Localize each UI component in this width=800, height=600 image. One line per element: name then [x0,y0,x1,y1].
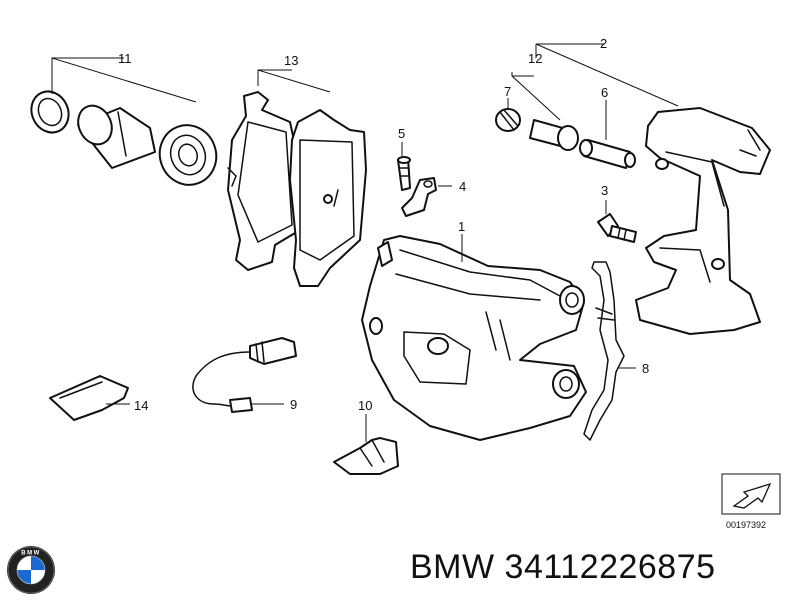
part-14-grease-packet [49,375,129,421]
arrow-icon [732,482,772,509]
part-13-brake-pads [227,91,367,287]
callout-10: 10 [358,398,372,413]
part-6-guide-pin [579,139,636,169]
callout-6: 6 [601,85,608,100]
part-5-bleeder-screw [397,156,411,191]
callout-3: 3 [601,183,608,198]
leader-lines [51,43,679,442]
part-7-guide-boot [495,108,521,132]
callout-11: 11 [118,51,132,66]
brand-name: BMW [410,548,495,586]
callout-13: 13 [284,53,298,68]
bmw-logo-text: BMW [21,551,41,557]
callout-12: 12 [528,51,542,66]
callout-labels: 11 13 2 12 7 6 3 5 4 1 8 9 14 10 [118,36,649,413]
part-9-wear-sensor [192,337,297,413]
part-8-anti-rattle-spring [583,261,625,441]
callout-5: 5 [398,126,405,141]
callout-7: 7 [504,84,511,99]
part-number-caption: BMW 34112226875 [410,548,716,587]
callout-8: 8 [642,361,649,376]
callout-4: 4 [459,179,466,194]
part-4-brake-line-bracket [401,177,437,217]
callout-14: 14 [134,398,148,413]
part-12-guide-sleeve [529,119,579,151]
part-number: 34112226875 [504,548,716,586]
bmw-logo: BMW [7,546,55,594]
part-1-caliper-housing [361,235,587,441]
diagram-ref-number: 00197392 [726,520,766,530]
part-3-carrier-bolt [597,213,637,243]
callout-2: 2 [600,36,607,51]
callout-9: 9 [290,397,297,412]
part-10-spring-clip [333,437,399,475]
part-2-caliper-carrier [635,107,771,335]
part-11-piston-seal-set [30,90,218,186]
diagram-reference-box: 00197392 [721,473,781,530]
callout-1: 1 [458,219,465,234]
